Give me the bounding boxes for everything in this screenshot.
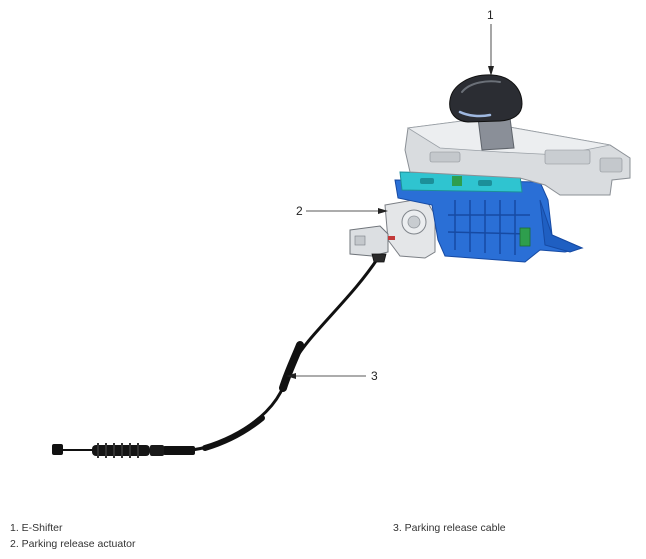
cable-eyelet [52, 444, 63, 455]
e-shifter-diagram: 1 2 3 [52, 8, 631, 458]
cable-end-collar [150, 445, 164, 456]
shifter-side-flange [539, 199, 584, 253]
e-shifter [394, 74, 631, 263]
legend-right-column: 3. Parking release cable [393, 520, 506, 536]
parking-release-cable [52, 257, 380, 458]
shifter-housing-ribs [447, 200, 531, 255]
callout-number-2: 2 [296, 204, 303, 218]
shifter-green-clip [452, 176, 462, 186]
callout-number-3: 3 [371, 369, 378, 383]
actuator-cable-collar [371, 253, 387, 263]
shifter-knob-highlight [461, 80, 501, 93]
arrowhead-2 [378, 208, 388, 214]
shifter-green-connector [519, 227, 531, 247]
callout-3: 3 [286, 369, 378, 383]
legend-item-e-shifter: 1. E-Shifter [10, 522, 63, 534]
shifter-knob-stem [477, 117, 515, 151]
arrowhead-1 [488, 66, 494, 76]
cable-boot-lower [202, 415, 265, 451]
cable-sheath [110, 257, 380, 453]
callout-2: 2 [296, 204, 388, 218]
actuator-red-detail [388, 236, 395, 240]
legend-left-column: 1. E-Shifter 2. Parking release actuator [10, 520, 136, 552]
cable-bellows [92, 443, 150, 458]
legend-item-parking-release-actuator: 2. Parking release actuator [10, 538, 136, 550]
actuator-connector [349, 225, 389, 257]
cable-end-tube [163, 446, 195, 455]
callout-1: 1 [487, 8, 494, 76]
cable-boot-upper [279, 341, 304, 392]
callout-number-1: 1 [487, 8, 494, 22]
legend-item-parking-release-cable: 3. Parking release cable [393, 522, 506, 534]
shifter-knob-accent [458, 110, 492, 118]
shifter-blue-housing [394, 179, 584, 263]
arrowhead-3 [286, 373, 296, 379]
parking-release-actuator [349, 197, 436, 263]
